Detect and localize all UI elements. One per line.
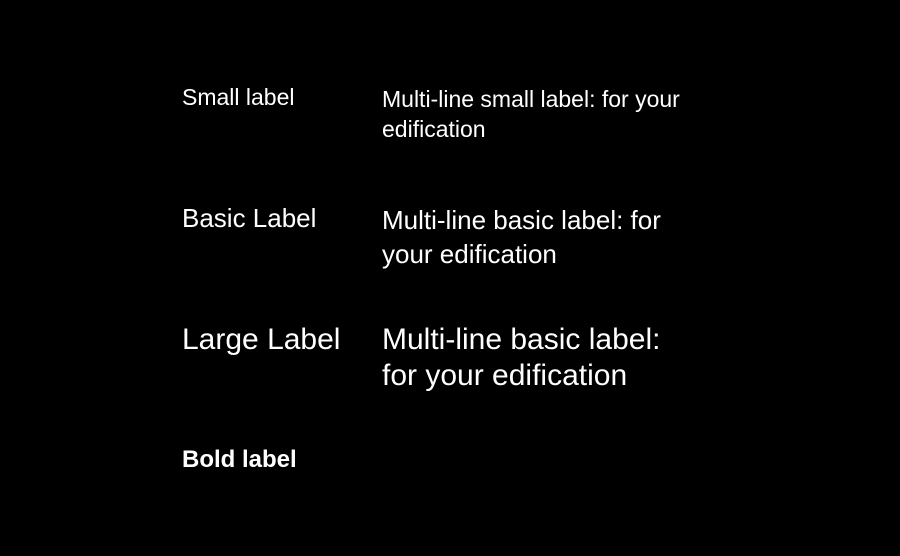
small-label: Small label bbox=[182, 84, 295, 110]
basic-label: Basic Label bbox=[182, 203, 317, 233]
large-label: Large Label bbox=[182, 323, 341, 356]
large-multiline-label: Multi-line basic label: for your edifica… bbox=[382, 323, 661, 392]
bold-label: Bold label bbox=[182, 446, 297, 473]
basic-multiline-label: Multi-line basic label: for your edifica… bbox=[382, 205, 661, 269]
small-multiline-label: Multi-line small label: for your edifica… bbox=[382, 86, 680, 142]
